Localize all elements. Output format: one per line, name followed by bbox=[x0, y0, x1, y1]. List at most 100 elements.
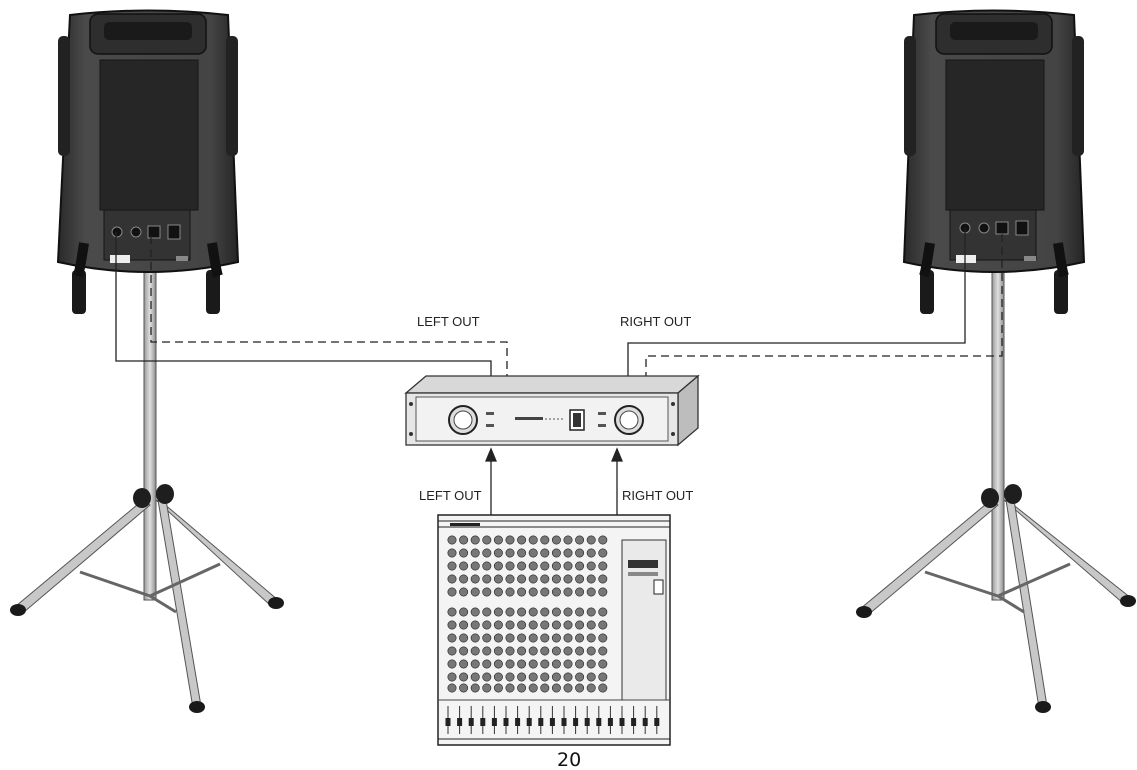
mixer-knob bbox=[517, 659, 527, 669]
mixer-knob bbox=[482, 683, 492, 693]
mixer-knob bbox=[598, 646, 608, 656]
mixer-knob bbox=[528, 561, 538, 571]
mixer-knob bbox=[586, 646, 596, 656]
mixer-knob bbox=[598, 561, 608, 571]
fader-cap bbox=[631, 718, 637, 726]
mixer-knob bbox=[586, 659, 596, 669]
mixer-knob bbox=[505, 620, 515, 630]
mixer-knob bbox=[470, 574, 480, 584]
mixer-knob bbox=[528, 672, 538, 682]
mixer-knob bbox=[459, 587, 469, 597]
mixer-knob bbox=[470, 633, 480, 643]
mixer-knob bbox=[470, 646, 480, 656]
mixer-knob bbox=[551, 607, 561, 617]
mixer-knob bbox=[528, 548, 538, 558]
mixer-knob bbox=[575, 672, 585, 682]
left-speaker bbox=[56, 9, 240, 314]
mixer-knob bbox=[540, 646, 550, 656]
mixer-knob bbox=[482, 659, 492, 669]
mixer-knob bbox=[517, 683, 527, 693]
mixer-knob bbox=[540, 607, 550, 617]
mixer-knob bbox=[563, 620, 573, 630]
mixer-knob bbox=[528, 683, 538, 693]
mixer-knob bbox=[459, 646, 469, 656]
mixer-knob bbox=[540, 620, 550, 630]
mixer-knob bbox=[493, 646, 503, 656]
mixer-knob bbox=[447, 659, 457, 669]
fader-cap bbox=[491, 718, 497, 726]
mixer-knob bbox=[482, 672, 492, 682]
mixer-knob bbox=[528, 535, 538, 545]
mixer-knob bbox=[540, 683, 550, 693]
mixer-knob bbox=[517, 535, 527, 545]
mixer-knob bbox=[540, 659, 550, 669]
mixer-knob bbox=[598, 574, 608, 584]
mixing-console bbox=[437, 514, 671, 746]
mixer-knob bbox=[517, 561, 527, 571]
mixer-knob bbox=[470, 548, 480, 558]
mixer-knob bbox=[517, 620, 527, 630]
mixer-knob bbox=[493, 574, 503, 584]
mixer-knob bbox=[540, 587, 550, 597]
fader-cap bbox=[561, 718, 567, 726]
mixer-knob bbox=[470, 561, 480, 571]
mixer-knob bbox=[551, 646, 561, 656]
mixer-knob bbox=[551, 659, 561, 669]
mixer-knob bbox=[493, 620, 503, 630]
mixer-knob bbox=[528, 574, 538, 584]
mixer-knob bbox=[598, 659, 608, 669]
mixer-knob bbox=[493, 548, 503, 558]
mixer-knob bbox=[598, 607, 608, 617]
mixer-knob bbox=[447, 607, 457, 617]
mixer-knob bbox=[598, 672, 608, 682]
mixer-knob bbox=[482, 633, 492, 643]
mixer-knob bbox=[586, 587, 596, 597]
mixer-knob bbox=[598, 683, 608, 693]
mixer-knob bbox=[517, 587, 527, 597]
mixer-knob bbox=[598, 620, 608, 630]
mixer-knob bbox=[459, 574, 469, 584]
mixer-knob bbox=[563, 659, 573, 669]
mixer-knob bbox=[575, 646, 585, 656]
mixer-knob bbox=[505, 672, 515, 682]
mixer-knob bbox=[505, 683, 515, 693]
mixer-knob bbox=[528, 607, 538, 617]
fader-cap bbox=[596, 718, 602, 726]
mixer-knob bbox=[447, 633, 457, 643]
mixer-knob bbox=[575, 683, 585, 693]
mixer-knob bbox=[505, 574, 515, 584]
fader-cap bbox=[526, 718, 532, 726]
mixer-knob bbox=[493, 587, 503, 597]
mixer-knob bbox=[563, 535, 573, 545]
fader-cap bbox=[515, 718, 521, 726]
mixer-knob bbox=[540, 672, 550, 682]
mixer-knob bbox=[517, 646, 527, 656]
mixer-knob bbox=[482, 574, 492, 584]
mixer-knob bbox=[493, 672, 503, 682]
mixer-knob bbox=[528, 659, 538, 669]
fader-cap bbox=[503, 718, 509, 726]
amp-right-out-label: RIGHT OUT bbox=[620, 314, 691, 329]
mixer-knob bbox=[447, 574, 457, 584]
mixer-knob bbox=[551, 548, 561, 558]
mixer-knob bbox=[505, 633, 515, 643]
mixer-knob bbox=[482, 587, 492, 597]
mixer-knob bbox=[540, 561, 550, 571]
mixer-knob bbox=[517, 574, 527, 584]
mixer-knob bbox=[563, 672, 573, 682]
mixer-knob bbox=[447, 548, 457, 558]
mixer-knob bbox=[482, 535, 492, 545]
mixer-knob bbox=[528, 620, 538, 630]
mixer-knob bbox=[586, 607, 596, 617]
mixer-knob bbox=[575, 574, 585, 584]
mixer-knob bbox=[482, 561, 492, 571]
fader-cap bbox=[480, 718, 486, 726]
mixer-knob bbox=[563, 633, 573, 643]
mixer-knob bbox=[563, 574, 573, 584]
mixer-knob bbox=[540, 548, 550, 558]
left-speaker-stand bbox=[10, 269, 284, 713]
mixer-to-amp-cables bbox=[485, 447, 623, 515]
mixer-knob bbox=[517, 607, 527, 617]
mixer-knob bbox=[447, 672, 457, 682]
